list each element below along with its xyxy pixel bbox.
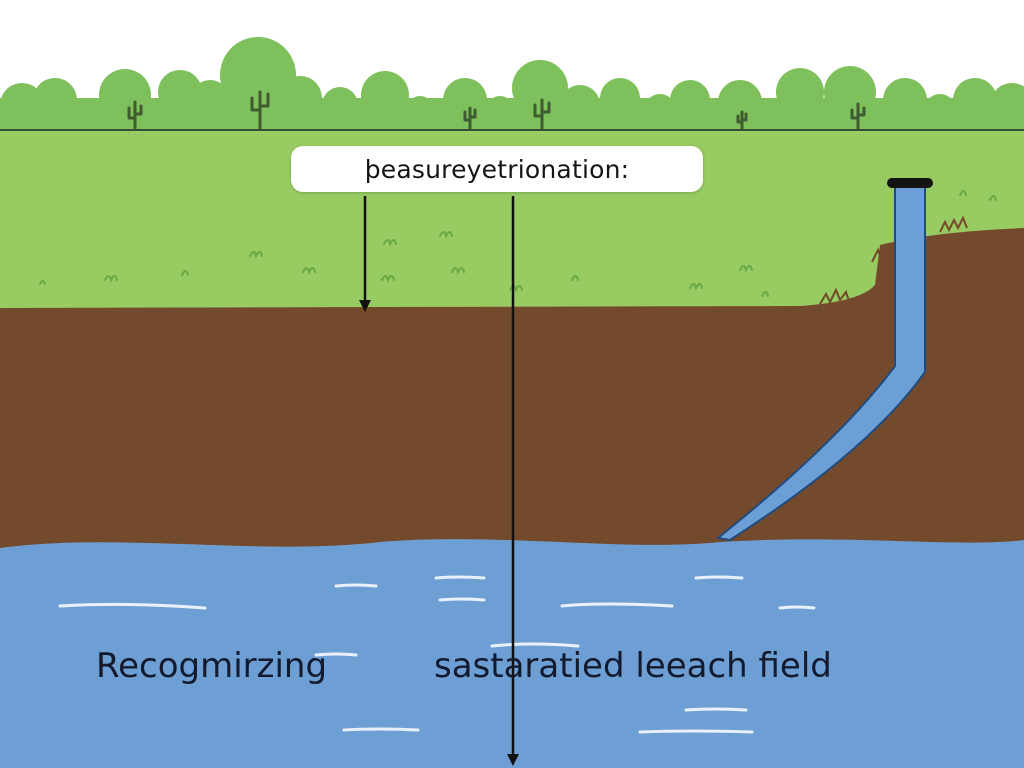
arrow-to-water-head [507,754,519,766]
water-ripples [58,575,816,734]
label-left: Recogmirzing [96,646,328,686]
label-right: sastaratied leeach field [434,646,832,686]
pipe-cap [887,178,933,188]
callout-box: þeasureyetrionation: [291,146,703,192]
drain-pipe [715,178,933,542]
cactus-icons [127,90,866,130]
callout-text: þeasureyetrionation: [364,154,630,184]
arrow-to-soil-head [359,300,371,312]
root-tufts [819,215,968,305]
arrows [359,196,519,766]
